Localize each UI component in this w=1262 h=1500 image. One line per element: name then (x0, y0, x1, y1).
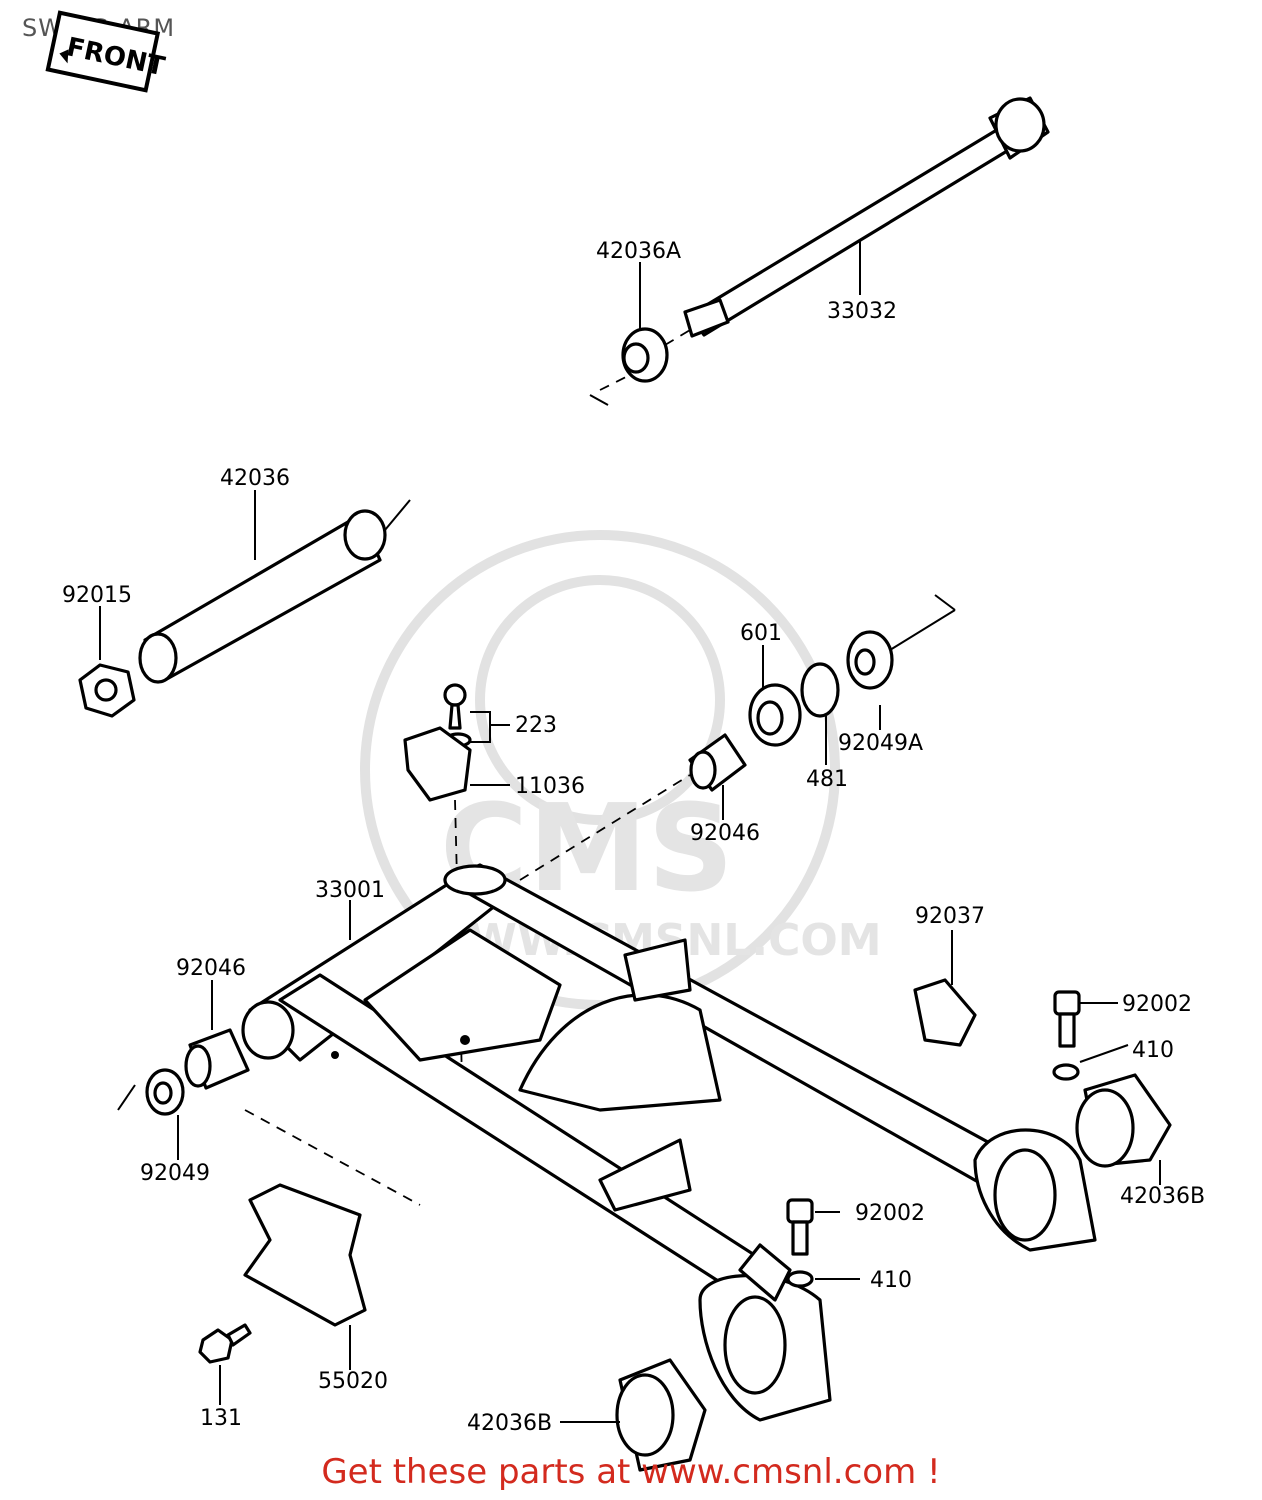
footer-link[interactable]: Get these parts at www.cmsnl.com ! (321, 1452, 941, 1492)
callout-92046-left: 92046 (176, 956, 246, 981)
front-arrow-icon (59, 49, 69, 64)
callout-11036: 11036 (515, 774, 585, 799)
right-bolt-group (1052, 990, 1081, 1081)
callout-42036: 42036 (220, 466, 290, 491)
callout-42036a: 42036A (596, 239, 681, 264)
swing-arm-33001 (241, 863, 1097, 1422)
callout-92015: 92015 (62, 583, 132, 608)
center-bolt-group (786, 1198, 814, 1288)
chain-guard-55020 (198, 1109, 421, 1364)
holder-92037 (913, 978, 977, 1047)
bearing-stack (519, 594, 956, 881)
callout-601: 601 (740, 621, 782, 646)
callout-55020: 55020 (318, 1369, 388, 1394)
callout-481: 481 (806, 767, 848, 792)
callout-92049a: 92049A (838, 731, 923, 756)
sleeve-42036 (138, 499, 411, 684)
callout-410-right: 410 (1132, 1038, 1174, 1063)
callout-92049: 92049 (140, 1161, 210, 1186)
nut-92015 (78, 663, 136, 718)
bushing-42036b-bottom (615, 1358, 707, 1472)
callout-92002-center: 92002 (855, 1201, 925, 1226)
callout-410-center: 410 (870, 1268, 912, 1293)
pivot-shaft (683, 96, 1050, 338)
callout-labels: 42036A 33032 42036 92015 601 223 92049A … (62, 239, 1205, 1436)
bearing-42036a (589, 327, 691, 406)
callout-92037: 92037 (915, 904, 985, 929)
callout-42036b-right: 42036B (1120, 1184, 1205, 1209)
callout-33032: 33032 (827, 299, 897, 324)
callout-223: 223 (515, 713, 557, 738)
callout-42036b-bottom: 42036B (467, 1411, 552, 1436)
callout-92002-right: 92002 (1122, 992, 1192, 1017)
left-bushing-group (117, 1028, 250, 1116)
leader-lines (99, 240, 1161, 1423)
bushing-42036b-right (1075, 1073, 1172, 1168)
grease-fitting-group (403, 683, 491, 1081)
callout-33001: 33001 (315, 878, 385, 903)
front-badge: FRONT (45, 10, 168, 93)
callout-92046-top: 92046 (690, 821, 760, 846)
callout-131: 131 (200, 1406, 242, 1431)
watermark-face (475, 575, 725, 825)
